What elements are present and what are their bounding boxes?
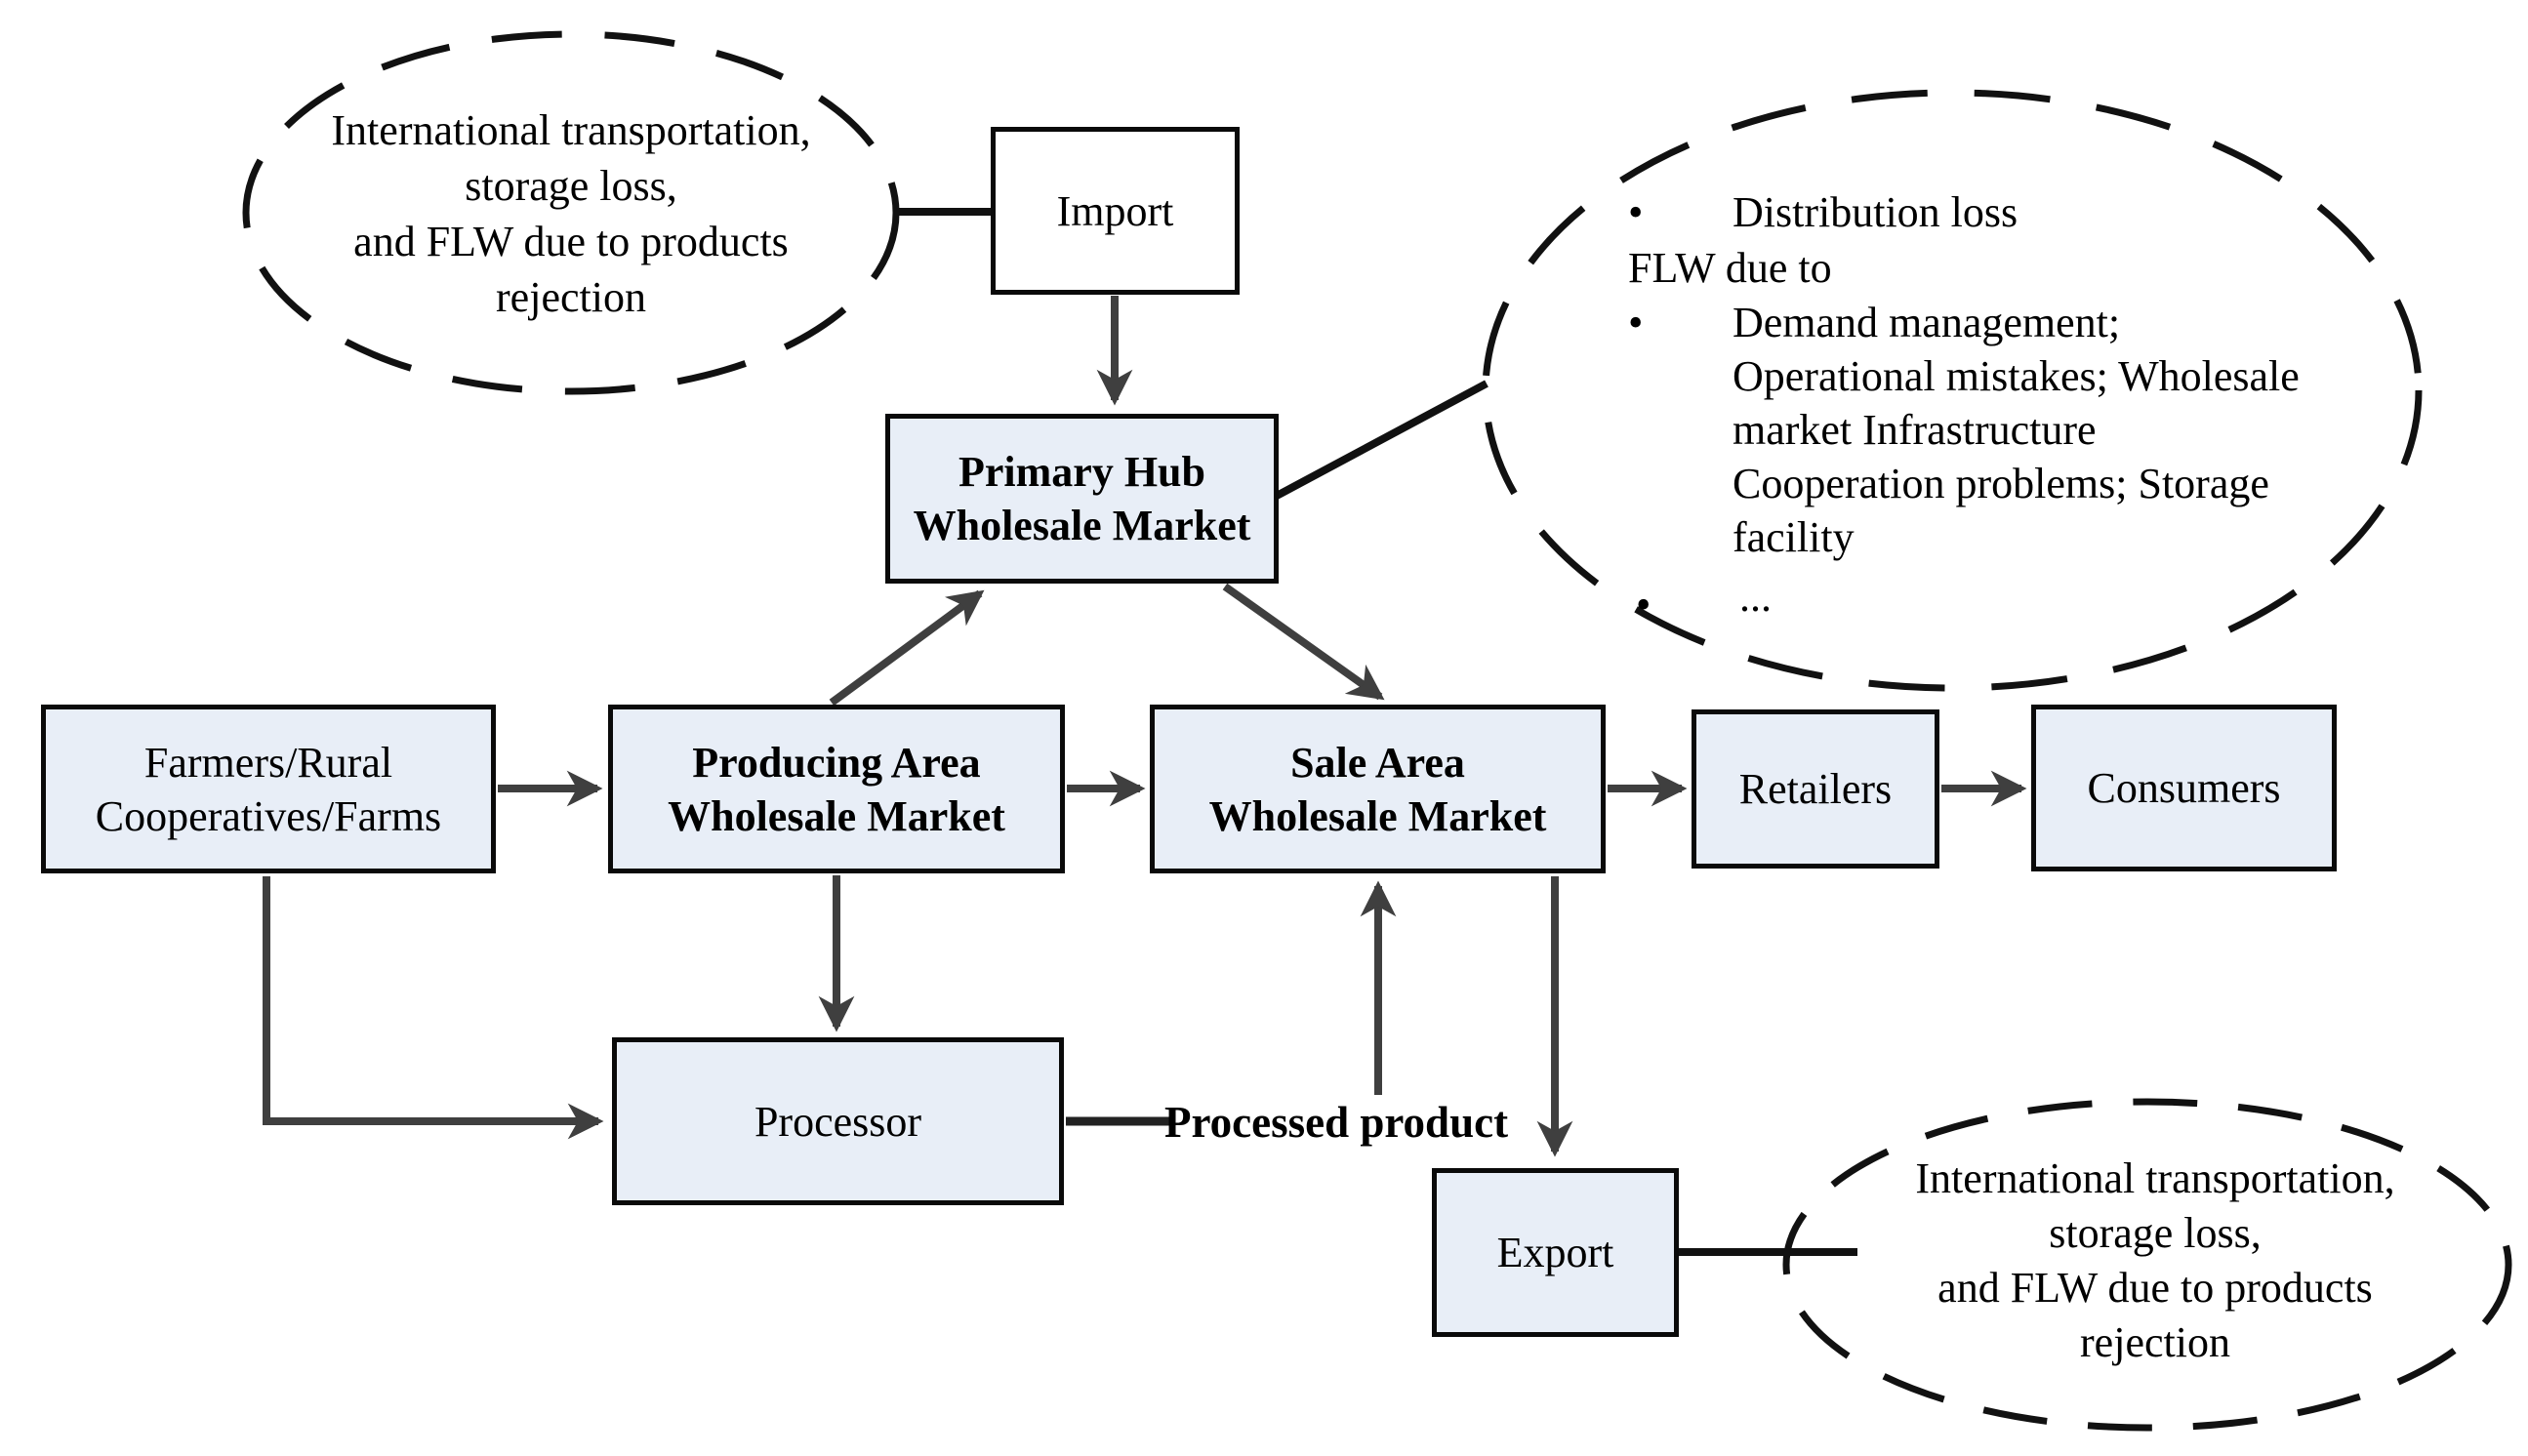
import-loss-callout-text: International transportation, storage lo… [331,106,811,321]
bullet-icon: • [1628,299,1644,346]
export-loss-callout-text: International transportation, storage lo… [1915,1154,2395,1366]
processed-product-label: Processed product [1164,1098,1509,1147]
box-import: Import [991,127,1240,295]
wholesale-loss-intro: FLW due to [1628,244,1832,292]
box-primary-hub-wholesale-market: Primary Hub Wholesale Market [885,414,1279,584]
box-consumers: Consumers [2031,705,2337,871]
arrow-farmers-to-processor [263,876,604,1140]
bullet-icon: • [1628,188,1644,236]
wholesale-loss-item-distribution: Distribution loss [1733,188,2018,236]
wholesale-loss-item-ellipsis: ... [1739,573,1772,621]
box-export: Export [1432,1168,1679,1337]
box-sale-area-wholesale-market: Sale Area Wholesale Market [1150,705,1606,873]
leader-primaryhub-to-wholesaleloss [1275,380,1488,500]
box-farmers-rural-cooperatives-farms: Farmers/Rural Cooperatives/Farms [41,705,496,873]
wholesale-loss-ellipse [1482,89,2423,692]
wholesale-loss-item-causes: Demand management; Operational mistakes;… [1733,299,2300,561]
box-retailers: Retailers [1692,709,1939,869]
box-processor: Processor [612,1037,1064,1205]
arrow-producing-to-primaryhub [829,589,985,707]
export-loss-ellipse [1782,1098,2512,1432]
bullet-icon: • [1636,581,1651,628]
arrow-primaryhub-to-sale [1222,583,1385,701]
box-producing-area-wholesale-market: Producing Area Wholesale Market [608,705,1065,873]
